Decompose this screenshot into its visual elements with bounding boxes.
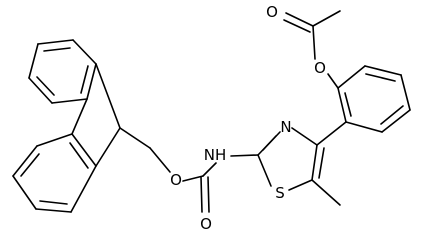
bond-double	[283, 19, 311, 33]
bond	[364, 65, 402, 76]
fluorene-left-ring	[28, 39, 97, 104]
bond	[337, 65, 366, 89]
bond-double	[285, 12, 314, 27]
bond	[327, 73, 339, 89]
fluorene-bottom-ring	[12, 133, 97, 213]
bond	[400, 74, 411, 111]
bond-double	[43, 47, 71, 52]
carbamate-linker	[119, 127, 259, 213]
bond	[182, 175, 204, 182]
bond-double	[344, 92, 352, 117]
ester-carbonyl-oxygen-label: O	[266, 3, 278, 21]
bond	[28, 77, 53, 104]
bond	[71, 133, 97, 167]
bond	[312, 25, 316, 60]
bond	[37, 39, 74, 45]
bond	[36, 133, 73, 147]
bond-methyl	[312, 10, 341, 27]
bond-methyl	[311, 179, 341, 206]
phenyl-ring	[316, 65, 411, 146]
bond-double	[207, 176, 210, 213]
bond	[35, 208, 72, 213]
thiazole-sulfur-label: S	[275, 184, 285, 202]
bond	[337, 87, 347, 123]
bond	[71, 98, 88, 135]
bond	[51, 98, 88, 104]
bond	[72, 39, 97, 65]
thiazole-nitrogen-label: N	[280, 118, 291, 136]
structure-diagram: O O N NH S O O	[12, 3, 411, 233]
bond	[95, 63, 121, 129]
bond-double	[20, 153, 40, 177]
bond-double	[262, 135, 277, 151]
bond-double	[36, 76, 55, 96]
bond	[86, 63, 97, 100]
carbamate-carbonyl-oxygen-label: O	[200, 215, 212, 233]
bond-double	[80, 65, 89, 94]
thiazole-ring	[257, 127, 341, 206]
bond-double	[318, 147, 325, 179]
bond	[381, 109, 411, 133]
bond	[70, 165, 97, 213]
bond	[257, 154, 272, 187]
bond	[311, 144, 318, 181]
bond	[291, 127, 318, 146]
bond	[12, 145, 38, 177]
bond	[316, 121, 347, 146]
bond-double	[380, 105, 404, 125]
bond	[119, 127, 151, 149]
bond	[95, 127, 121, 167]
molecule-canvas: O O N NH S O O	[12, 3, 411, 233]
bond-double	[365, 73, 396, 82]
ester-link-oxygen-label: O	[314, 59, 326, 77]
bond-double	[39, 200, 68, 205]
bond-double	[69, 142, 89, 169]
bond	[345, 121, 383, 133]
carbamate-link-oxygen-label: O	[170, 171, 182, 189]
amine-label: NH	[204, 146, 227, 164]
bond	[149, 147, 171, 173]
bond	[230, 154, 259, 157]
bond	[28, 43, 39, 79]
bond-double	[200, 176, 203, 213]
fluorene-five-ring	[71, 63, 121, 167]
bond	[202, 162, 217, 177]
acetate-group	[283, 10, 341, 89]
bond	[12, 175, 37, 210]
bond	[288, 179, 313, 191]
